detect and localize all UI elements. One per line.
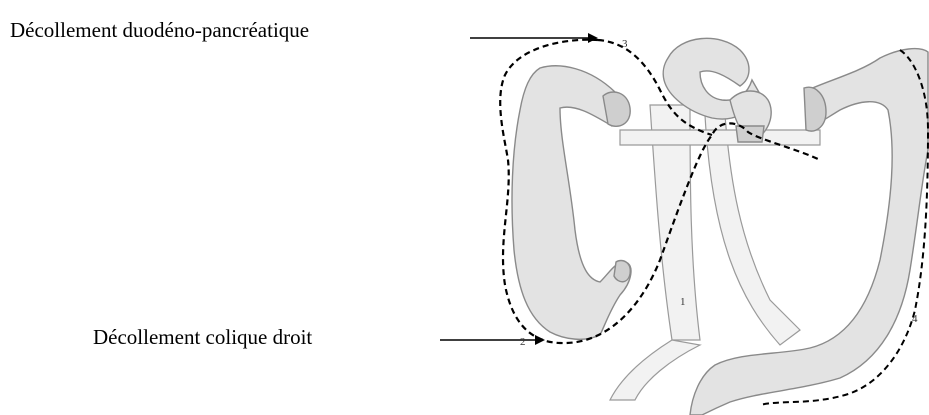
marker-3: 3 [622, 38, 628, 50]
marker-2: 2 [520, 336, 526, 348]
marker-4: 4 [912, 313, 918, 325]
ascending-colon [512, 66, 631, 339]
marker-1: 1 [680, 296, 686, 308]
